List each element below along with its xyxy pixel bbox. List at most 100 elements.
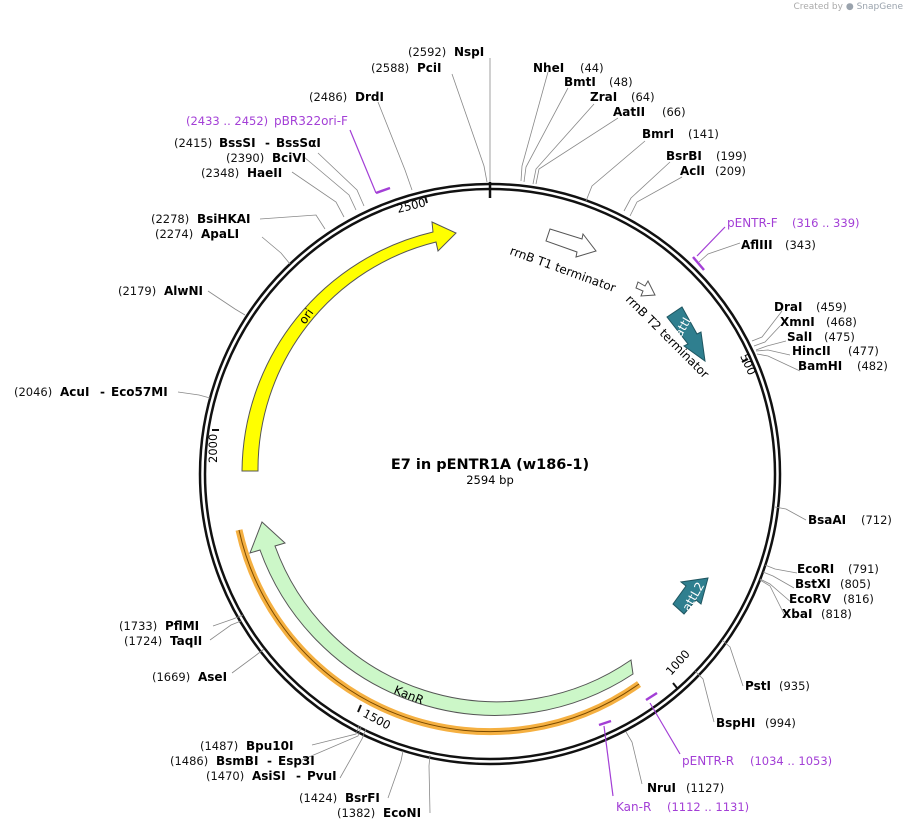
- enzyme-site-bsphi[interactable]: BspHI (994): [716, 716, 796, 730]
- primer-pentr-f[interactable]: pENTR-F (316 .. 339): [692, 216, 860, 271]
- primer-name: pENTR-R: [682, 754, 734, 768]
- enzyme-site-taqii[interactable]: (1724) TaqII: [124, 634, 202, 648]
- enzyme-site-bsrbi[interactable]: BsrBI (199): [666, 149, 747, 163]
- enzyme-site-zrai[interactable]: ZraI (64): [590, 90, 655, 104]
- svg-text:(2415): (2415): [174, 136, 212, 150]
- svg-text:-: -: [267, 754, 272, 768]
- svg-text:(1486): (1486): [170, 754, 208, 768]
- svg-text:AlwNI: AlwNI: [164, 284, 203, 298]
- enzyme-site-bamhi[interactable]: BamHI (482): [798, 359, 888, 373]
- enzyme-site-bmti[interactable]: BmtI (48): [564, 75, 633, 89]
- enzyme-site-xmni[interactable]: XmnI (468): [780, 315, 857, 329]
- enzyme-site-acui[interactable]: (2046) AcuI - Eco57MI: [14, 385, 168, 399]
- enzyme-site-sali[interactable]: SalI (475): [787, 330, 855, 344]
- svg-text:BsrBI: BsrBI: [666, 149, 702, 163]
- feature-label-kanr: KanR: [392, 683, 426, 708]
- svg-text:(1424): (1424): [299, 791, 337, 805]
- enzyme-site-psti[interactable]: PstI (935): [745, 679, 810, 693]
- enzyme-site-apali[interactable]: (2274) ApaLI: [155, 227, 239, 241]
- svg-text:AatII: AatII: [613, 105, 645, 119]
- feature-rrnb-t1[interactable]: rrnB T1 terminator: [508, 228, 618, 295]
- svg-text:AcuI: AcuI: [60, 385, 89, 399]
- enzyme-site-asei[interactable]: (1669) AseI: [152, 670, 227, 684]
- enzyme-site-bpu10i[interactable]: (1487) Bpu10I: [200, 739, 293, 753]
- enzyme-site-nhei[interactable]: NheI (44): [533, 61, 604, 75]
- svg-text:BamHI: BamHI: [798, 359, 842, 373]
- enzyme-site-bmri[interactable]: BmrI (141): [642, 127, 719, 141]
- svg-text:BciVI: BciVI: [272, 151, 306, 165]
- enzyme-site-econi[interactable]: (1382) EcoNI: [337, 806, 421, 820]
- credit-brand: SnapGene: [856, 2, 903, 12]
- enzyme-site-bcivi[interactable]: (2390) BciVI: [226, 151, 306, 165]
- tick-mark-1500: [357, 704, 362, 713]
- svg-text:(141): (141): [688, 127, 719, 141]
- enzyme-site-haeii[interactable]: (2348) HaeII: [201, 166, 282, 180]
- feature-attl2[interactable]: attL2: [672, 577, 709, 615]
- svg-text:AflIII: AflIII: [741, 238, 773, 252]
- enzyme-site-alwni[interactable]: (2179) AlwNI: [118, 284, 203, 298]
- svg-text:BmrI: BmrI: [642, 127, 674, 141]
- svg-text:BsmBI: BsmBI: [216, 754, 258, 768]
- enzyme-site-xbai[interactable]: XbaI (818): [782, 607, 852, 621]
- svg-text:DraI: DraI: [774, 300, 802, 314]
- svg-text:AclI: AclI: [680, 164, 705, 178]
- primer-name: pENTR-F: [727, 216, 778, 230]
- svg-text:Bpu10I: Bpu10I: [246, 739, 293, 753]
- svg-text:ApaLI: ApaLI: [201, 227, 239, 241]
- enzyme-site-bsihkai[interactable]: (2278) BsiHKAI: [151, 212, 251, 226]
- primer-kan-r[interactable]: Kan-R (1112 .. 1131): [598, 719, 749, 814]
- svg-text:-: -: [296, 769, 301, 783]
- svg-text:(994): (994): [765, 716, 796, 730]
- feature-ori[interactable]: ori: [241, 221, 457, 472]
- enzyme-site-nspi[interactable]: (2592) NspI: [408, 45, 484, 59]
- svg-text:PstI: PstI: [745, 679, 771, 693]
- enzyme-site-bsrfi[interactable]: (1424) BsrFI: [299, 791, 380, 805]
- svg-text:(2274): (2274): [155, 227, 193, 241]
- plasmid-backbone: [198, 182, 782, 766]
- enzyme-site-drai[interactable]: DraI (459): [774, 300, 847, 314]
- primer-name: pBR322ori-F: [274, 114, 348, 128]
- svg-text:(475): (475): [824, 330, 855, 344]
- svg-text:(2588): (2588): [371, 61, 409, 75]
- svg-text:(66): (66): [662, 105, 686, 119]
- enzyme-site-hincii[interactable]: HincII (477): [792, 344, 879, 358]
- svg-text:(1487): (1487): [200, 739, 238, 753]
- svg-text:AseI: AseI: [198, 670, 227, 684]
- enzyme-site-bsaai[interactable]: BsaAI (712): [808, 513, 892, 527]
- enzyme-site-drdi[interactable]: (2486) DrdI: [309, 90, 384, 104]
- feature-kanr[interactable]: KanR: [235, 521, 642, 736]
- enzyme-site-pcii[interactable]: (2588) PciI: [371, 61, 442, 75]
- enzyme-site-ecorv[interactable]: EcoRV (816): [789, 592, 874, 606]
- svg-text:(343): (343): [785, 238, 816, 252]
- svg-text:(1724): (1724): [124, 634, 162, 648]
- feature-attl1[interactable]: attL1: [666, 306, 706, 363]
- svg-text:(935): (935): [779, 679, 810, 693]
- svg-text:XmnI: XmnI: [780, 315, 815, 329]
- svg-text:(1470): (1470): [206, 769, 244, 783]
- svg-text:ZraI: ZraI: [590, 90, 617, 104]
- feature-rrnb-t2[interactable]: rrnB T2 terminator: [623, 279, 712, 381]
- enzyme-site-asisi[interactable]: (1470) AsiSI - PvuI: [206, 769, 337, 783]
- tick-label-2500: 2500: [395, 195, 427, 216]
- svg-text:(2348): (2348): [201, 166, 239, 180]
- enzyme-site-bstxi[interactable]: BstXI (805): [795, 577, 871, 591]
- svg-text:TaqII: TaqII: [170, 634, 202, 648]
- enzyme-site-bsmbi[interactable]: (1486) BsmBI - Esp3I: [170, 754, 315, 768]
- feature-label-rrnb-t1: rrnB T1 terminator: [508, 244, 618, 295]
- primer-pentr-r[interactable]: pENTR-R (1034 .. 1053): [645, 691, 832, 768]
- svg-text:(2486): (2486): [309, 90, 347, 104]
- svg-text:BstXI: BstXI: [795, 577, 831, 591]
- enzyme-site-acli[interactable]: AclI (209): [680, 164, 746, 178]
- svg-text:-: -: [100, 385, 105, 399]
- enzyme-site-nrui[interactable]: NruI (1127): [647, 781, 724, 795]
- enzyme-site-ecori[interactable]: EcoRI (791): [797, 562, 879, 576]
- tick-mark-500: [741, 358, 749, 363]
- enzyme-site-pflmi[interactable]: (1733) PflMI: [119, 619, 199, 633]
- enzyme-site-aatii[interactable]: AatII (66): [613, 105, 686, 119]
- svg-text:HincII: HincII: [792, 344, 831, 358]
- enzyme-site-afliii[interactable]: AflIII (343): [741, 238, 816, 252]
- enzyme-site-bsssi[interactable]: (2415) BssSI - BssSαI: [174, 136, 321, 150]
- primer-pbr322ori-f[interactable]: (2433 .. 2452) pBR322ori-F: [186, 114, 391, 195]
- svg-text:(209): (209): [715, 164, 746, 178]
